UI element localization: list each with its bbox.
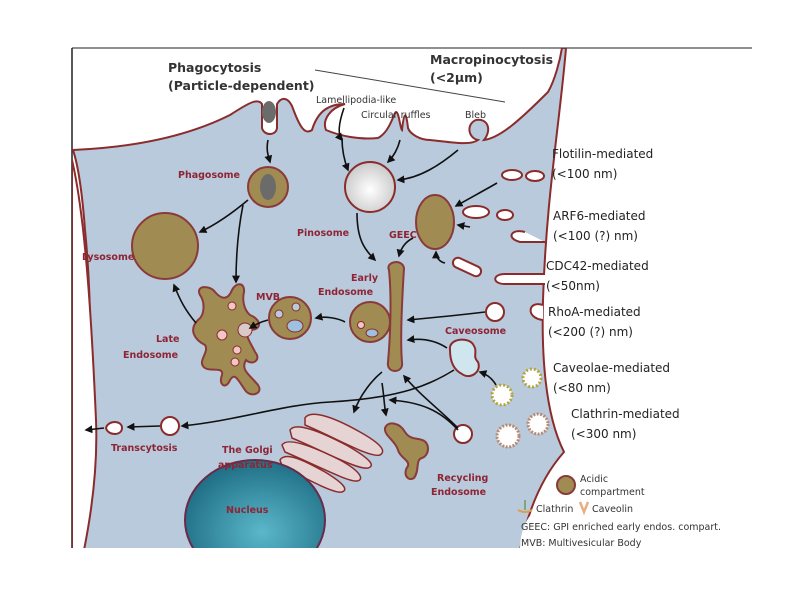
geec	[415, 194, 455, 250]
pathway-name: ARF6-mediated	[553, 209, 646, 223]
pathway-name: Flotilin-mediated	[552, 147, 653, 161]
phagocytosis-header: Phagocytosis (Particle-dependent)	[168, 60, 315, 93]
pathway-size: (<80 nm)	[553, 381, 611, 395]
late-endosome	[192, 283, 261, 396]
pathway-name: CDC42-mediated	[546, 259, 649, 273]
trafficking-arrows	[84, 107, 498, 434]
pathway-name: RhoA-mediated	[548, 305, 641, 319]
phagocytosis-subtitle: (Particle-dependent)	[168, 78, 315, 93]
pathway-size: (<200 (?) nm)	[548, 325, 633, 339]
pathway-name: Clathrin-mediated	[571, 407, 680, 421]
macropinocytosis-title: Macropinocytosis	[430, 52, 553, 67]
phagocytosis-title: Phagocytosis	[168, 60, 261, 75]
mvb	[268, 296, 312, 340]
pathway-name: Caveolae-mediated	[553, 361, 670, 375]
caveosome	[448, 338, 480, 378]
arf6-vesicles	[462, 205, 545, 243]
legend-mvb-definition: MVB: Multivesicular Body	[521, 538, 642, 549]
nucleus	[184, 459, 326, 548]
acidic-compartment-swatch	[556, 475, 576, 495]
early-endosome-label: Early	[351, 273, 379, 284]
particle	[262, 101, 276, 123]
legend-clathrin: Clathrin	[536, 504, 573, 515]
neighbor-cell-gap	[72, 159, 98, 548]
pinosome-label: Pinosome	[297, 228, 349, 239]
lysosome	[131, 212, 199, 280]
late-endosome-label: Late	[156, 334, 179, 345]
phagosome-label: Phagosome	[178, 170, 240, 181]
geec-label: GEEC	[389, 230, 417, 241]
cytoplasm	[72, 48, 568, 548]
golgi-label: apparatus	[218, 460, 273, 471]
pathway-size: (<100 (?) nm)	[553, 229, 638, 243]
late-endosome-label: Endosome	[123, 350, 178, 361]
lysosome-label: Lysosome	[82, 252, 134, 263]
caveolin-icon	[578, 501, 590, 516]
clathrin-icon	[517, 500, 533, 513]
mvb-label: MVB	[256, 292, 280, 303]
transcytosis-label: Transcytosis	[111, 443, 178, 454]
nucleus-label: Nucleus	[226, 505, 269, 516]
golgi-label: The Golgi	[222, 445, 273, 456]
organelle-labels: Phagosome Lysosome Pinosome GEEC Early E…	[82, 170, 506, 516]
rhoa-vesicles	[485, 302, 544, 322]
pathway-labels: Flotilin-mediated (<100 nm) ARF6-mediate…	[546, 147, 680, 441]
legend-caveolin: Caveolin	[592, 504, 633, 515]
clathrin-vesicles	[453, 412, 550, 449]
recycling-endosome	[383, 422, 429, 480]
macropinocytosis-bracket	[314, 69, 506, 103]
lamellipodia-label: Lamellipodia-like	[316, 95, 396, 106]
early-endosome-label: Endosome	[318, 287, 373, 298]
legend-acidic: compartment	[580, 487, 645, 498]
golgi-apparatus	[279, 413, 384, 493]
flotilin-vesicles	[501, 169, 545, 182]
legend-bulge	[520, 495, 570, 548]
macropinocytosis-header: Macropinocytosis (<2µm)	[314, 52, 553, 103]
macropinocytosis-subtitle: (<2µm)	[430, 70, 483, 85]
caveosome-label: Caveosome	[445, 326, 506, 337]
legend-geec-definition: GEEC: GPI enriched early endos. compart.	[521, 522, 721, 533]
exocytic-vesicle	[104, 421, 124, 435]
legend: Acidic compartment Clathrin Caveolin GEE…	[517, 474, 721, 549]
bleb-label: Bleb	[465, 110, 486, 121]
legend-acidic: Acidic	[580, 474, 608, 485]
early-endosome	[349, 261, 406, 372]
caveolae-vesicles	[490, 367, 543, 407]
pinosome	[344, 161, 396, 213]
circular-ruffles-label: Circular ruffles	[361, 110, 431, 121]
phagosome	[247, 166, 289, 208]
cdc42-tubules	[451, 256, 545, 285]
recycling-endosome-label: Endosome	[431, 487, 486, 498]
pathway-size: (<50nm)	[546, 279, 600, 293]
recycling-endosome-label: Recycling	[437, 473, 488, 484]
transcytosis-vesicle	[160, 416, 180, 436]
pathway-size: (<300 nm)	[571, 427, 636, 441]
pathway-size: (<100 nm)	[552, 167, 617, 181]
